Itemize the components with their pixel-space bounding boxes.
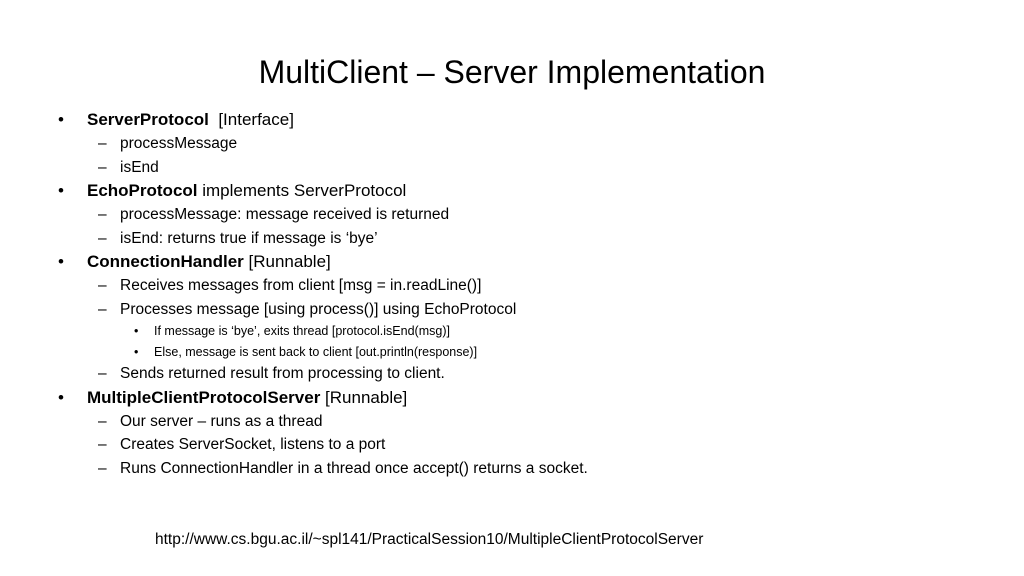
dash-icon: – <box>98 365 107 382</box>
item-text: [Runnable] <box>243 252 331 271</box>
list-item-server-protocol: • ServerProtocol [Interface] <box>56 108 996 132</box>
bullet-icon: • <box>58 181 64 200</box>
list-item-echo-is-end: –isEnd: returns true if message is ‘bye’ <box>56 227 996 251</box>
slide-title: MultiClient – Server Implementation <box>258 54 766 90</box>
item-text: processMessage: message received is retu… <box>120 206 450 223</box>
bullet-icon: • <box>58 110 64 129</box>
list-item-echo-protocol: • EchoProtocol implements ServerProtocol <box>56 179 996 203</box>
item-text: Else, message is sent back to client [ou… <box>154 344 478 359</box>
list-item-echo-process-message: –processMessage: message received is ret… <box>56 203 996 227</box>
dash-icon: – <box>98 277 107 294</box>
list-item-connection-handler: • ConnectionHandler [Runnable] <box>56 250 996 274</box>
dash-icon: – <box>98 135 107 152</box>
list-item-process-message: –processMessage <box>56 132 996 156</box>
list-item-runs-connection-handler: –Runs ConnectionHandler in a thread once… <box>56 457 996 481</box>
bullet-icon: • <box>134 344 139 359</box>
dash-icon: – <box>98 436 107 453</box>
list-item-exits-thread: • If message is ‘bye’, exits thread [prot… <box>56 321 996 342</box>
dash-icon: – <box>98 206 107 223</box>
item-text: isEnd: returns true if message is ‘bye’ <box>120 229 378 247</box>
item-text: If message is ‘bye’, exits thread [proto… <box>154 324 450 338</box>
item-term: ServerProtocol <box>87 110 209 129</box>
bullet-icon: • <box>134 324 139 338</box>
dash-icon: – <box>98 158 107 176</box>
list-item-multiple-client-protocol-server: • MultipleClientProtocolServer [Runnable] <box>56 386 996 410</box>
dash-icon: – <box>98 412 107 430</box>
item-text: Processes message [using process()] usin… <box>120 300 517 318</box>
item-text: Sends returned result from processing to… <box>120 365 445 382</box>
bullet-list: •ServerProtocol [Interface] –processMess… <box>56 108 996 480</box>
list-item-creates-server-socket: –Creates ServerSocket, listens to a port <box>56 433 996 457</box>
item-text: isEnd <box>120 158 159 176</box>
bullet-icon: • <box>58 252 64 271</box>
list-item-sends-result: –Sends returned result from processing t… <box>56 362 996 386</box>
item-term: EchoProtocol <box>87 181 198 200</box>
item-text: [Runnable] <box>320 387 408 407</box>
footer-url: http://www.cs.bgu.ac.il/~spl141/Practica… <box>155 531 704 548</box>
item-text: processMessage <box>120 135 238 152</box>
item-term: ConnectionHandler <box>87 252 244 271</box>
item-term: MultipleClientProtocolServer <box>87 387 321 407</box>
list-item-sent-back: • Else, message is sent back to client [o… <box>56 342 996 363</box>
item-text: Our server – runs as a thread <box>120 412 323 430</box>
dash-icon: – <box>98 459 107 477</box>
item-text: Receives messages from client [msg = in.… <box>120 277 482 294</box>
list-item-is-end: –isEnd <box>56 156 996 180</box>
list-item-our-server: –Our server – runs as a thread <box>56 410 996 434</box>
item-text: implements ServerProtocol <box>197 181 407 200</box>
dash-icon: – <box>98 300 107 318</box>
item-text: [Interface] <box>208 110 294 129</box>
item-text: Creates ServerSocket, listens to a port <box>120 436 386 453</box>
item-text: Runs ConnectionHandler in a thread once … <box>120 459 588 477</box>
list-item-receives-messages: –Receives messages from client [msg = in… <box>56 274 996 298</box>
list-item-processes-message: –Processes message [using process()] usi… <box>56 298 996 322</box>
bullet-icon: • <box>58 387 64 407</box>
dash-icon: – <box>98 229 107 247</box>
